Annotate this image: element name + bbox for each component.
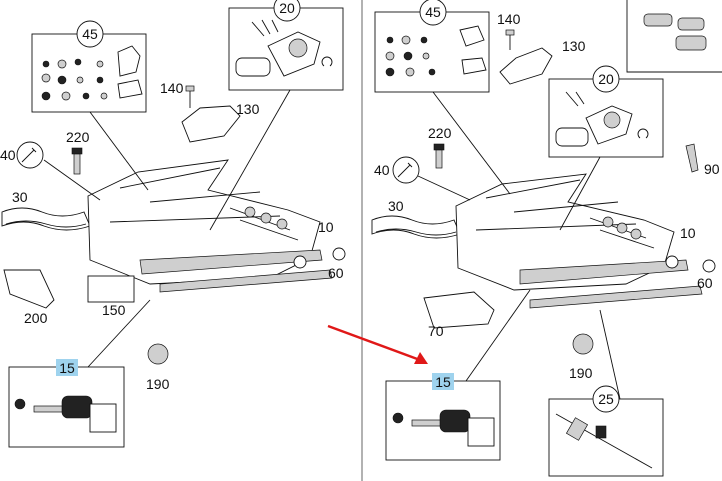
callout-15-right-highlight <box>432 373 454 390</box>
sensor-190-right <box>572 333 594 355</box>
cushion-mat-30-right <box>371 215 461 239</box>
adjuster-motor-15-left <box>14 395 117 433</box>
callout-25-right[interactable]: 25 <box>598 391 614 407</box>
motor-20-right <box>555 91 649 147</box>
callout-150-left[interactable]: 150 <box>102 302 126 318</box>
callout-130-left[interactable]: 130 <box>236 101 260 117</box>
tool-icon-40-right <box>392 156 420 184</box>
motor-20-left <box>235 19 333 77</box>
nut-60-left <box>332 247 346 261</box>
callout-45-right[interactable]: 45 <box>425 4 441 20</box>
callout-200-left[interactable]: 200 <box>24 310 48 326</box>
callout-15-right[interactable]: 15 <box>435 374 451 390</box>
callout-90-right[interactable]: 90 <box>704 161 720 177</box>
bolt-220-right <box>433 143 445 169</box>
spindle-25-right <box>555 413 653 469</box>
callout-60-right[interactable]: 60 <box>697 275 713 291</box>
seat-frame-left <box>87 159 333 293</box>
screw-140-right <box>505 29 515 50</box>
cushion-mat-30-left <box>1 207 91 231</box>
callout-30-right[interactable]: 30 <box>388 198 404 214</box>
pin-90-right <box>685 143 699 173</box>
tool-icon-40-left <box>16 141 44 169</box>
bolt-220-left <box>71 147 83 175</box>
nut-60-right <box>702 259 716 273</box>
bracket-130-left <box>181 105 241 143</box>
callout-30-left[interactable]: 30 <box>12 189 28 205</box>
hardware-set-45-right <box>385 25 487 77</box>
callout-10-right[interactable]: 10 <box>680 225 696 241</box>
callout-190-right[interactable]: 190 <box>569 365 593 381</box>
module-70-right <box>423 291 495 329</box>
sensor-190-left <box>147 343 169 365</box>
callout-45-left[interactable]: 45 <box>82 26 98 42</box>
callout-220-left[interactable]: 220 <box>66 129 90 145</box>
seat-frame-right <box>455 173 703 309</box>
module-150-left <box>87 275 135 303</box>
adjuster-motor-15-right <box>392 409 495 447</box>
pointer-arrow <box>327 324 428 364</box>
callout-20-left[interactable]: 20 <box>279 0 295 16</box>
callout-40-left[interactable]: 40 <box>0 147 16 163</box>
callout-130-right[interactable]: 130 <box>562 38 586 54</box>
callout-40-right[interactable]: 40 <box>374 162 390 178</box>
callout-10-left[interactable]: 10 <box>318 219 334 235</box>
screw-140-left <box>185 85 195 108</box>
callout-70-right[interactable]: 70 <box>428 323 444 339</box>
callout-15-left-highlight <box>56 359 78 376</box>
right-panel: 45 140 130 20 90 220 <box>371 0 722 477</box>
callout-25-right-circle[interactable] <box>592 385 620 413</box>
bracket-130-right <box>499 47 553 85</box>
callout-140-right[interactable]: 140 <box>497 11 521 27</box>
callout-220-right[interactable]: 220 <box>428 125 452 141</box>
callout-20-left-circle[interactable] <box>273 0 301 22</box>
left-panel: 45 20 140 130 220 <box>0 0 346 448</box>
cover-200-left <box>3 269 55 309</box>
callout-190-left[interactable]: 190 <box>146 376 170 392</box>
switch-panel-top-right <box>643 13 707 51</box>
callout-15-left[interactable]: 15 <box>59 360 75 376</box>
callout-45-left-circle[interactable] <box>76 20 104 48</box>
callout-45-right-circle[interactable] <box>419 0 447 26</box>
callout-20-right[interactable]: 20 <box>598 71 614 87</box>
callout-20-right-circle[interactable] <box>592 65 620 93</box>
callout-140-left[interactable]: 140 <box>160 80 184 96</box>
hardware-set-45-left <box>41 45 143 101</box>
callout-60-left[interactable]: 60 <box>328 265 344 281</box>
box-partial-top-right <box>626 0 722 73</box>
